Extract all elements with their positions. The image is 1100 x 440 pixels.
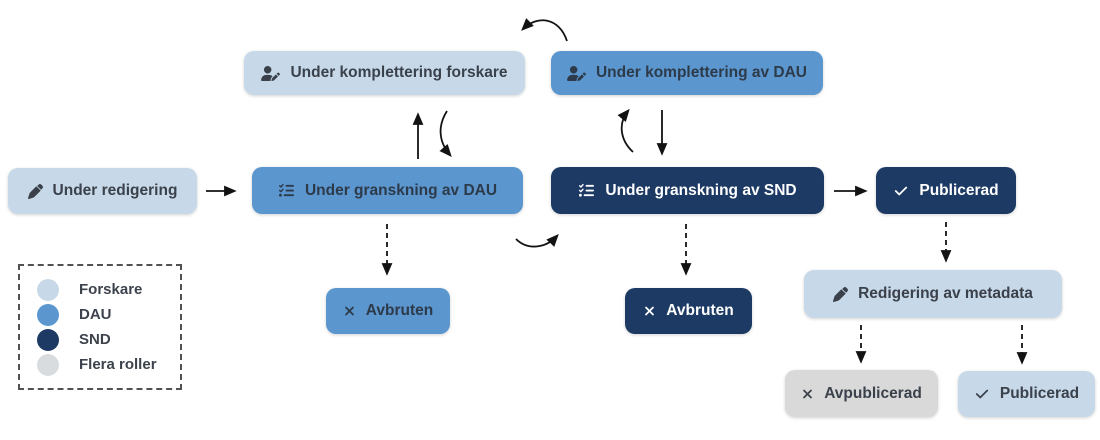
legend-item-forskare: Forskare bbox=[37, 278, 180, 301]
legend-item-dau: DAU bbox=[37, 303, 180, 326]
legend-label: DAU bbox=[79, 306, 112, 323]
dau-color-swatch bbox=[37, 303, 59, 326]
node-publicerad: Publicerad bbox=[876, 167, 1016, 214]
pencil-icon bbox=[833, 287, 848, 302]
list-check-icon bbox=[578, 183, 595, 198]
snd-color-swatch bbox=[37, 328, 59, 351]
legend-label: Forskare bbox=[79, 281, 143, 298]
x-icon bbox=[801, 387, 814, 401]
forskare-color-swatch bbox=[37, 278, 59, 301]
check-icon bbox=[974, 387, 990, 401]
user-pen-icon bbox=[261, 66, 280, 81]
list-check-icon bbox=[278, 183, 295, 198]
node-label: Publicerad bbox=[919, 181, 999, 199]
legend: Forskare DAU SND Flera roller bbox=[18, 264, 182, 390]
node-label: Under granskning av SND bbox=[605, 181, 797, 199]
node-label: Under granskning av DAU bbox=[304, 181, 498, 199]
node-under-komplettering-forskare: Under komplettering forskare bbox=[244, 51, 525, 95]
node-label: Avbruten bbox=[666, 302, 734, 319]
node-under-komplettering-av-dau: Under komplettering av DAU bbox=[551, 51, 823, 95]
user-pen-icon bbox=[567, 66, 586, 81]
node-avbruten-dau: Avbruten bbox=[326, 288, 450, 334]
node-label: Avpublicerad bbox=[824, 384, 922, 402]
node-label: Publicerad bbox=[999, 385, 1080, 402]
node-avpublicerad: Avpublicerad bbox=[785, 370, 938, 417]
node-label: Redigering av metadata bbox=[858, 285, 1033, 302]
arrow-komplettering-forskare-to-granskning-dau bbox=[439, 110, 452, 158]
legend-item-flera-roller: Flera roller bbox=[37, 353, 180, 376]
node-under-redigering: Under redigering bbox=[8, 168, 197, 214]
x-icon bbox=[343, 304, 356, 318]
legend-label: SND bbox=[79, 331, 111, 348]
pencil-icon bbox=[28, 184, 43, 199]
node-label: Under komplettering forskare bbox=[290, 64, 508, 81]
check-icon bbox=[893, 184, 909, 198]
x-icon bbox=[643, 304, 656, 318]
arrow-komplettering-dau-to-komplettering-forskare bbox=[521, 18, 568, 42]
node-under-granskning-av-dau: Under granskning av DAU bbox=[252, 167, 523, 214]
node-label: Under redigering bbox=[52, 182, 178, 199]
arrow-granskning-dau-to-granskning-snd bbox=[515, 234, 559, 248]
arrow-granskning-snd-to-komplettering-dau bbox=[617, 108, 634, 153]
node-label: Under komplettering av DAU bbox=[595, 64, 807, 81]
node-label: Avbruten bbox=[365, 302, 434, 319]
legend-item-snd: SND bbox=[37, 328, 180, 351]
node-avbruten-snd: Avbruten bbox=[625, 288, 752, 334]
node-redigering-av-metadata: Redigering av metadata bbox=[804, 270, 1062, 318]
flera-roller-color-swatch bbox=[37, 353, 59, 376]
node-under-granskning-av-snd: Under granskning av SND bbox=[551, 167, 824, 214]
node-publicerad-efter-redigering: Publicerad bbox=[958, 371, 1095, 417]
legend-label: Flera roller bbox=[79, 356, 157, 373]
